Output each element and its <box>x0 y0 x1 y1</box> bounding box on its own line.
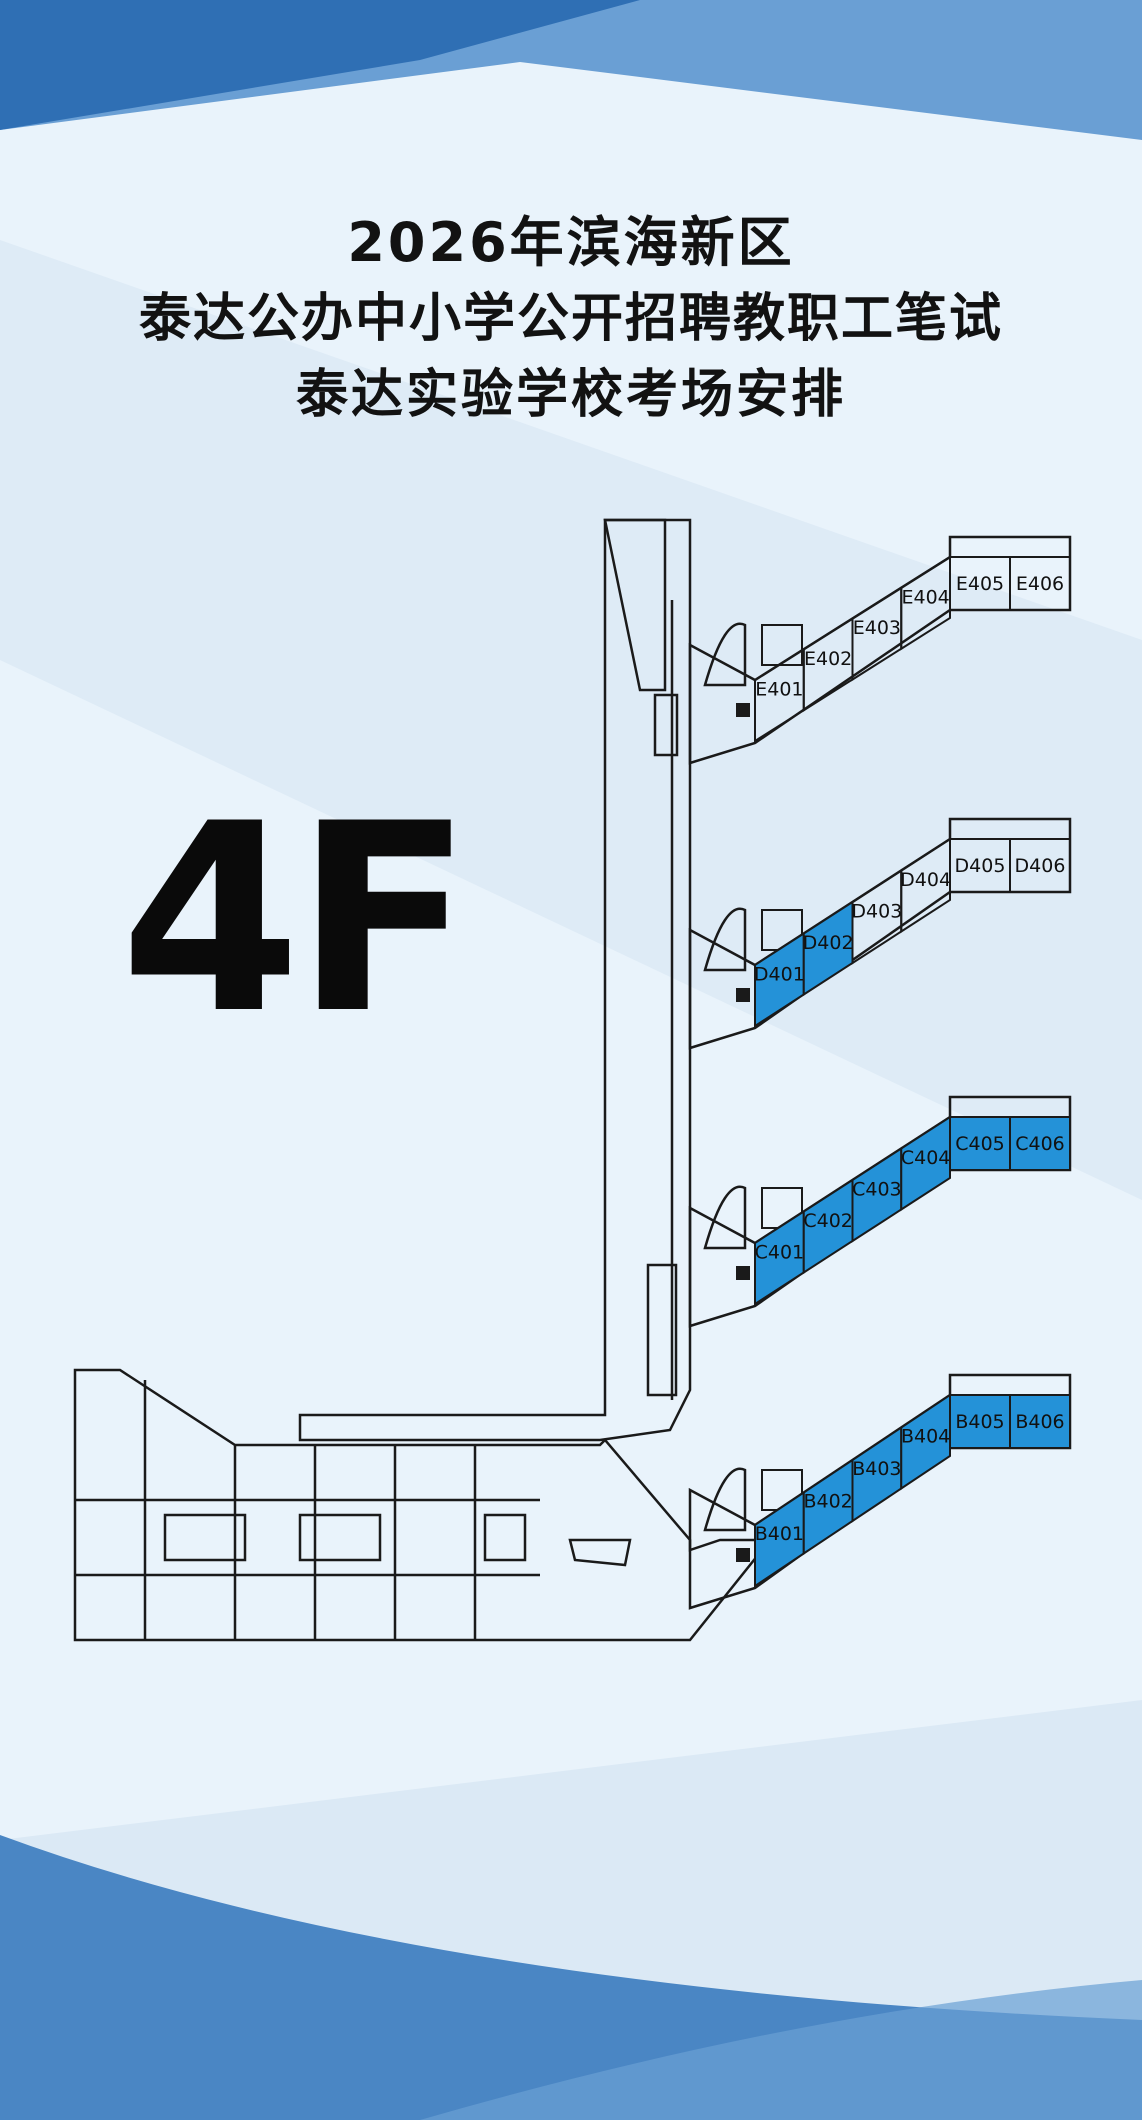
room-c406: C406 <box>1009 1116 1071 1171</box>
room-c402: C402 <box>802 1178 854 1275</box>
room-e405: E405 <box>949 556 1011 611</box>
room-label: E401 <box>755 679 803 701</box>
bottom-band-mid <box>420 1980 1142 2120</box>
room-label: D403 <box>851 900 902 922</box>
south-block <box>73 1368 773 1642</box>
room-c404: C404 <box>900 1115 951 1212</box>
wing-core-stair <box>703 1467 747 1532</box>
room-label: C402 <box>803 1210 853 1232</box>
room-outline <box>1009 838 1071 893</box>
room-b402: B402 <box>802 1458 854 1556</box>
top-band-dark <box>0 0 640 130</box>
wing-outline <box>688 535 1072 765</box>
room-b406: B406 <box>1009 1394 1071 1449</box>
room-b404: B404 <box>900 1393 951 1491</box>
title-line-3: 泰达实验学校考场安排 <box>295 365 846 425</box>
south-stair-2 <box>298 1513 382 1562</box>
room-e406: E406 <box>1009 556 1071 611</box>
room-label: C404 <box>901 1147 951 1169</box>
title-line-1: 2026年滨海新区 <box>347 211 795 274</box>
room-label: C403 <box>852 1178 902 1200</box>
wing-core-stair <box>703 907 747 972</box>
room-c403: C403 <box>851 1146 903 1243</box>
wing-core-shaft <box>736 1266 750 1280</box>
wing-core-shaft <box>736 988 750 1002</box>
wing-outline <box>688 817 1072 1050</box>
room-d404: D404 <box>900 837 951 934</box>
room-label: D404 <box>900 869 951 891</box>
wing-core-shaft <box>736 1548 750 1562</box>
south-stair-3 <box>483 1513 527 1562</box>
spine-stair <box>646 1263 678 1397</box>
south-ramp <box>568 1538 632 1567</box>
exam-room-fill <box>1009 1394 1071 1449</box>
spine-shaft <box>653 693 679 757</box>
room-label: B402 <box>803 1490 852 1512</box>
room-e402: E402 <box>802 616 854 713</box>
room-label: E402 <box>804 648 852 670</box>
exam-room-fill <box>900 1115 951 1212</box>
room-label: D405 <box>955 855 1006 877</box>
room-label: D402 <box>803 932 854 954</box>
room-label: C401 <box>755 1241 805 1263</box>
room-d405: D405 <box>949 838 1011 893</box>
room-d406: D406 <box>1009 838 1071 893</box>
room-label: B403 <box>852 1458 901 1480</box>
room-label: D401 <box>754 963 805 985</box>
room-label: D406 <box>1015 855 1066 877</box>
exam-room-fill <box>900 1393 951 1491</box>
south-stair-1 <box>163 1513 247 1562</box>
spine-corridor <box>298 518 692 1442</box>
wing-core-stair <box>703 1185 747 1250</box>
room-label: E403 <box>853 617 901 639</box>
room-d402: D402 <box>803 900 854 997</box>
room-label: B401 <box>755 1523 804 1545</box>
room-label: B405 <box>955 1411 1004 1433</box>
room-outline <box>1009 556 1071 611</box>
building-outline <box>73 518 773 1642</box>
wing-core-toilet <box>761 624 803 666</box>
north-block <box>603 518 667 692</box>
room-label: B404 <box>901 1425 950 1447</box>
room-label: C405 <box>955 1133 1005 1155</box>
room-label: E404 <box>901 586 949 608</box>
room-label: C406 <box>1015 1133 1065 1155</box>
title-line-2: 泰达公办中小学公开招聘教职工笔试 <box>138 289 1003 349</box>
floor-label: 4F <box>120 769 473 1071</box>
room-e404: E404 <box>900 555 951 651</box>
room-label: E406 <box>1016 573 1064 595</box>
room-label: B406 <box>1015 1411 1064 1433</box>
room-b405: B405 <box>949 1394 1011 1449</box>
room-e403: E403 <box>851 585 903 682</box>
room-b403: B403 <box>851 1425 903 1523</box>
room-d403: D403 <box>851 868 902 965</box>
room-c405: C405 <box>949 1116 1011 1171</box>
room-outline <box>900 555 951 651</box>
exam-room-fill <box>1009 1116 1071 1171</box>
room-label: E405 <box>956 573 1004 595</box>
wing-core-stair <box>703 622 747 687</box>
room-outline <box>900 837 951 934</box>
wing-core-shaft <box>736 703 750 717</box>
